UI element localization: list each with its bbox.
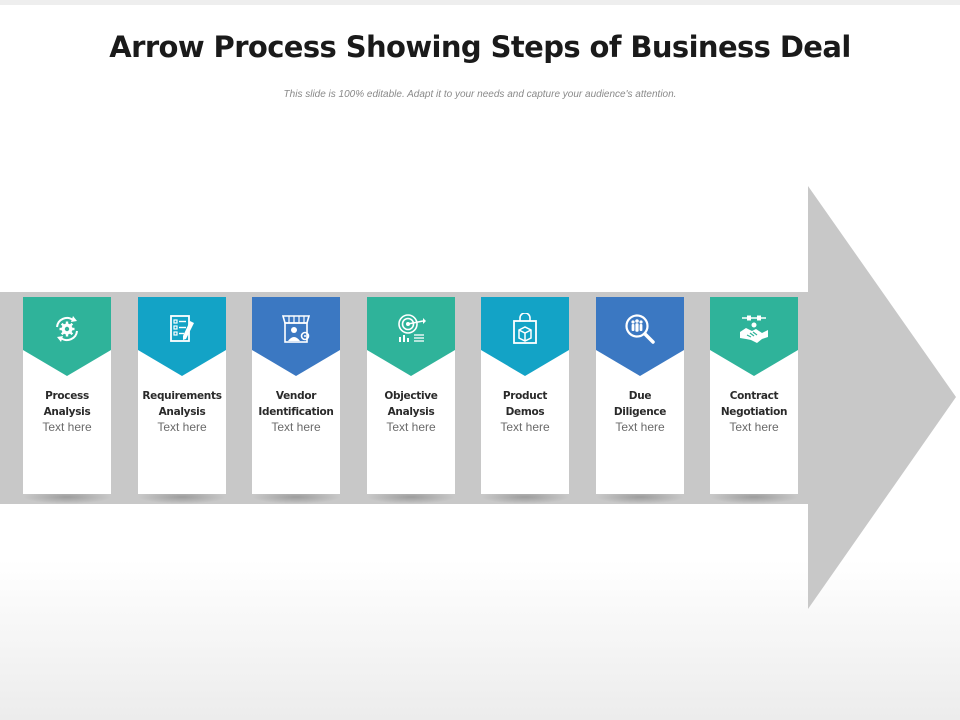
step-card-vendor-identification: Vendor Identification Text here	[252, 297, 340, 494]
checklist-icon	[170, 315, 194, 342]
step-banner	[23, 297, 111, 377]
step-banner	[138, 297, 226, 377]
step-title: Contract Negotiation	[720, 390, 788, 418]
magnifier-people-icon	[625, 314, 655, 344]
step-card-contract-negotiation: Contract Negotiation Text here	[710, 297, 798, 494]
gear-cycle-icon	[56, 316, 78, 342]
target-icon	[398, 314, 426, 342]
step-banner	[252, 297, 340, 377]
step-card-product-demos: Product Demos Text here	[481, 297, 569, 494]
step-text: Text here	[615, 420, 665, 434]
step-card-due-diligence: Due Diligence Text here	[596, 297, 684, 494]
step-banner	[596, 297, 684, 377]
step-title: Product Demos	[502, 390, 548, 418]
step-text: Text here	[271, 420, 321, 434]
step-text: Text here	[42, 420, 92, 434]
vendor-shop-icon	[281, 315, 311, 343]
step-banner	[710, 297, 798, 377]
step-text: Text here	[386, 420, 436, 434]
step-text: Text here	[500, 420, 550, 434]
step-card-requirements-analysis: Requirements Analysis Text here	[138, 297, 226, 494]
step-title: Due Diligence	[613, 390, 667, 418]
step-card-process-analysis: Process Analysis Text here	[23, 297, 111, 494]
step-text: Text here	[729, 420, 779, 434]
step-title: Process Analysis	[43, 390, 91, 418]
handshake-icon	[740, 315, 768, 343]
page-subtitle: This slide is 100% editable. Adapt it to…	[283, 89, 677, 100]
arrow-shape	[0, 186, 956, 609]
step-banner	[367, 297, 455, 377]
step-card-objective-analysis: Objective Analysis Text here	[367, 297, 455, 494]
step-title: Vendor Identification	[258, 390, 334, 418]
step-banner	[481, 297, 569, 377]
page-title: Arrow Process Showing Steps of Business …	[109, 30, 851, 64]
step-title: Objective Analysis	[384, 390, 438, 418]
product-box-icon	[513, 313, 537, 344]
top-strip	[0, 0, 960, 5]
step-text: Text here	[157, 420, 207, 434]
step-title: Requirements Analysis	[142, 390, 222, 418]
